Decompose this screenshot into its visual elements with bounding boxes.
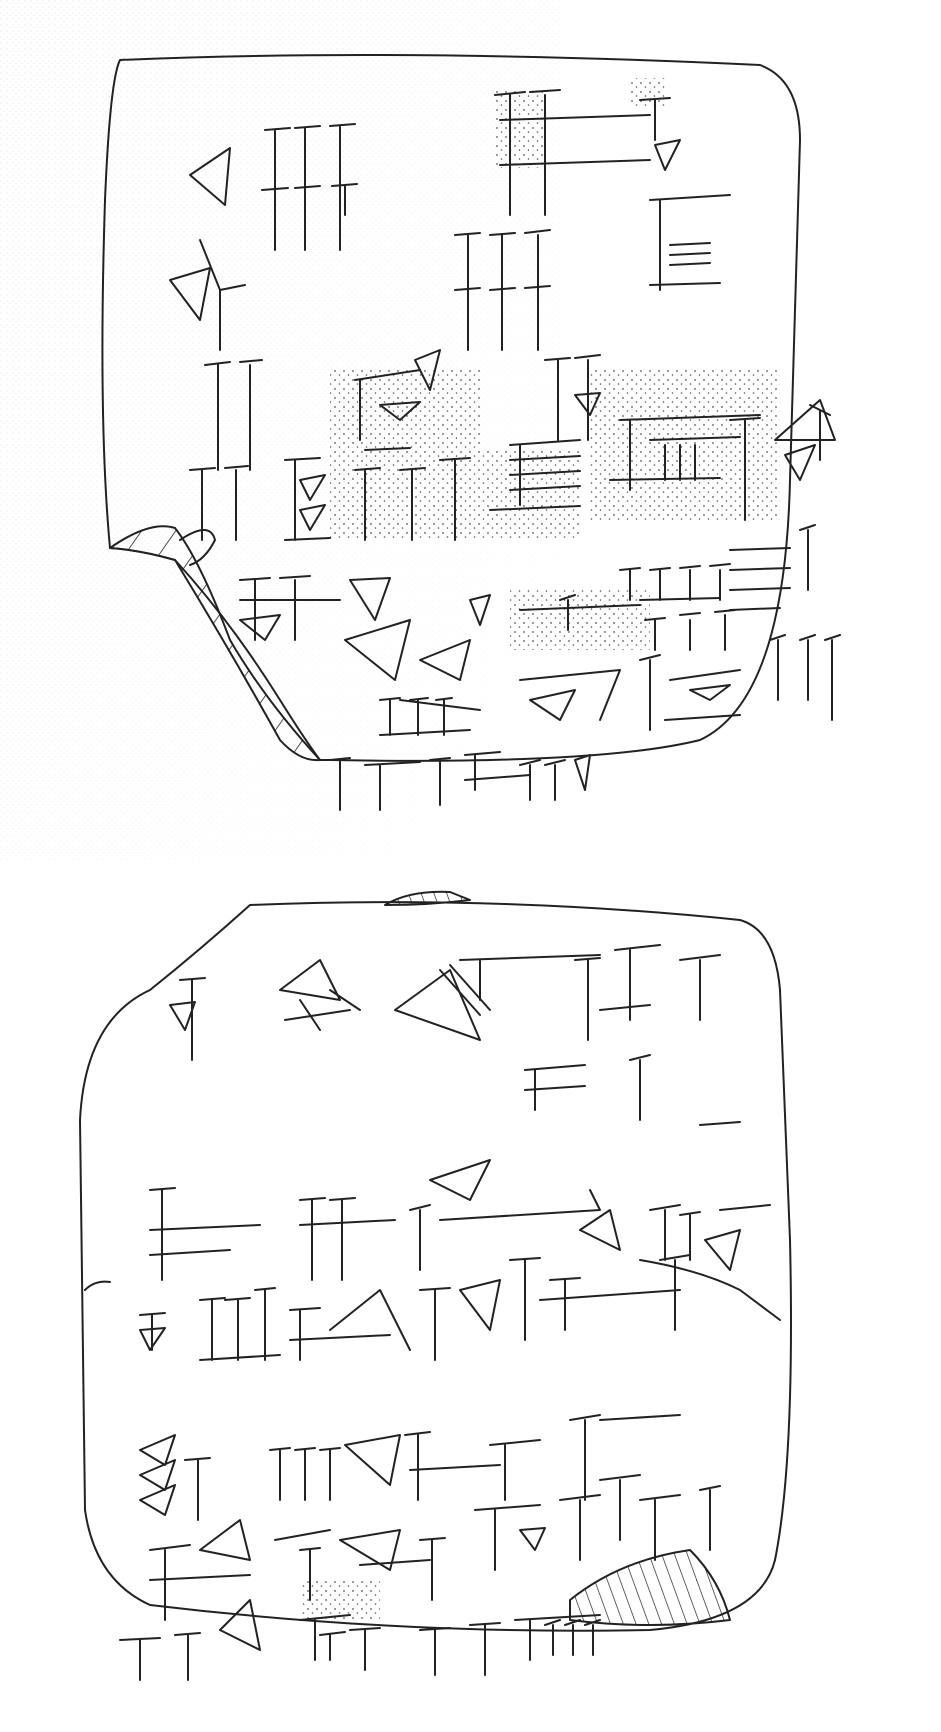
- tablet-reverse-drawing: [79, 890, 792, 1681]
- damage-hatched-bottom: [569, 1549, 731, 1626]
- tablet-obverse-drawing: [101, 54, 841, 811]
- tablet-reverse: [0, 860, 941, 1732]
- damage-hatched-top: [384, 890, 471, 906]
- cuneiform-signs-obverse: [169, 89, 841, 811]
- tablet-reverse-outline: [79, 901, 792, 1632]
- damage-stippled-reverse: [300, 1580, 380, 1620]
- cuneiform-signs-reverse: [119, 944, 741, 1681]
- damage-hatched-area: [109, 525, 321, 762]
- crack-line: [84, 1259, 781, 1321]
- tablet-obverse-outline: [101, 54, 801, 762]
- tablet-obverse: [0, 0, 941, 860]
